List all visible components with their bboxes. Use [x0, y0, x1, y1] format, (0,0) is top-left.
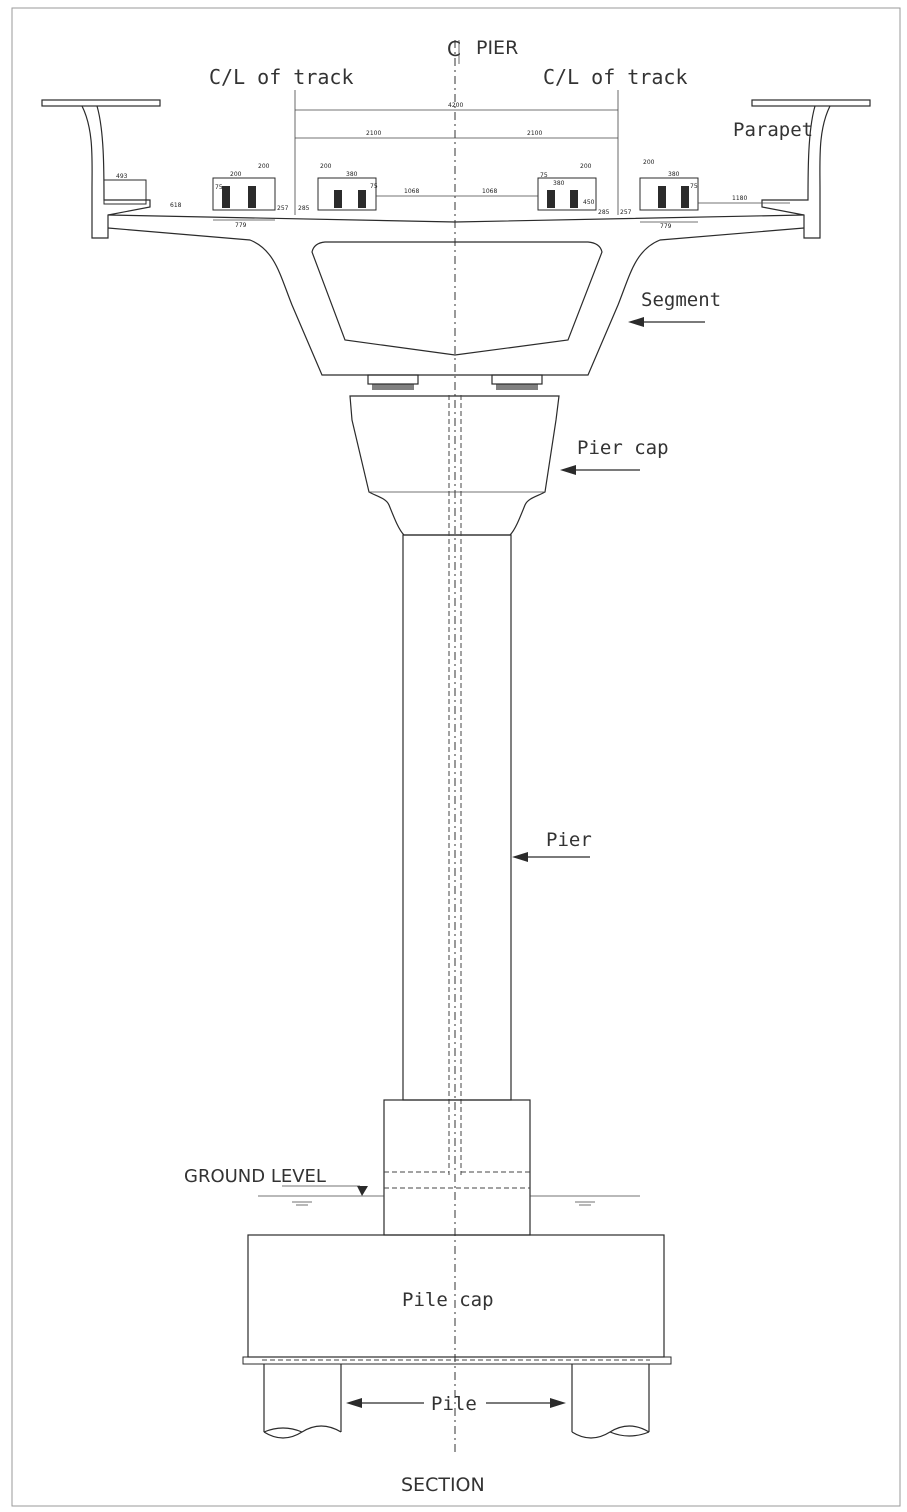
pier-label: Pier [546, 829, 592, 851]
svg-text:380: 380 [346, 171, 358, 178]
svg-text:257: 257 [620, 209, 632, 216]
ground-level-marker [357, 1186, 368, 1196]
svg-text:779: 779 [660, 223, 672, 230]
bearings [367, 374, 543, 390]
svg-text:75: 75 [540, 172, 548, 179]
drawing-frame [11, 7, 901, 1507]
deck-top-surface [107, 214, 805, 223]
svg-text:450: 450 [583, 199, 595, 206]
pile-label: Pile [431, 1393, 477, 1415]
svg-text:75: 75 [370, 183, 378, 190]
svg-text:380: 380 [553, 180, 565, 187]
ground-level-label: GROUND LEVEL [184, 1166, 326, 1187]
pier-cap-label: Pier cap [577, 437, 669, 459]
plinth-inner-left [317, 177, 377, 211]
dim-track-spacing: 4200 [448, 102, 463, 109]
segment-arrow [628, 317, 705, 327]
svg-text:380: 380 [668, 171, 680, 178]
svg-text:618: 618 [170, 202, 182, 209]
segment-void [311, 241, 603, 356]
pile-right [571, 1364, 650, 1439]
section-title: SECTION [401, 1474, 485, 1496]
svg-text:1180: 1180 [732, 195, 747, 202]
dim-half-right: 2100 [527, 130, 542, 137]
svg-text:200: 200 [580, 163, 592, 170]
svg-text:200: 200 [320, 163, 332, 170]
svg-text:C: C [447, 37, 461, 61]
svg-text:200: 200 [258, 163, 270, 170]
svg-text:200: 200 [643, 159, 655, 166]
cl-track-right-label: C/L of track [543, 65, 688, 89]
centerline-symbol: C [447, 37, 461, 64]
pier-column [402, 534, 512, 1101]
parapet-label: Parapet [733, 119, 813, 141]
svg-text:75: 75 [215, 184, 223, 191]
dim-half-left: 2100 [366, 130, 381, 137]
cl-track-left-label: C/L of track [209, 65, 354, 89]
plinth-inner-right [537, 177, 597, 211]
curb-left [103, 179, 147, 205]
svg-text:257: 257 [277, 205, 289, 212]
svg-text:200: 200 [230, 171, 242, 178]
ground-hatch [292, 1201, 595, 1206]
pier-pedestal [383, 1099, 531, 1236]
pier-arrow [512, 852, 590, 862]
pier-cap-arrow [560, 465, 640, 475]
segment-label: Segment [641, 289, 721, 311]
parapet-left [41, 99, 161, 239]
centerline-pier-label: PIER [476, 37, 518, 59]
svg-text:1068: 1068 [482, 188, 497, 195]
svg-text:493: 493 [116, 173, 128, 180]
svg-text:1068: 1068 [404, 188, 419, 195]
segment-outline [107, 227, 805, 376]
pile-left [263, 1364, 342, 1439]
rail-dimensions: 493 618 200 200 75 779 257 285 200 380 7… [116, 159, 790, 230]
pile-arrows [346, 1398, 566, 1408]
plinth-outer-left [212, 177, 276, 211]
pile-cap-label: Pile cap [402, 1289, 494, 1311]
plinth-outer-right [639, 177, 699, 211]
svg-text:75: 75 [690, 183, 698, 190]
svg-text:285: 285 [298, 205, 310, 212]
svg-text:779: 779 [235, 222, 247, 229]
rail-plinths [103, 177, 699, 211]
svg-text:285: 285 [598, 209, 610, 216]
pile-cap-base [242, 1356, 672, 1365]
